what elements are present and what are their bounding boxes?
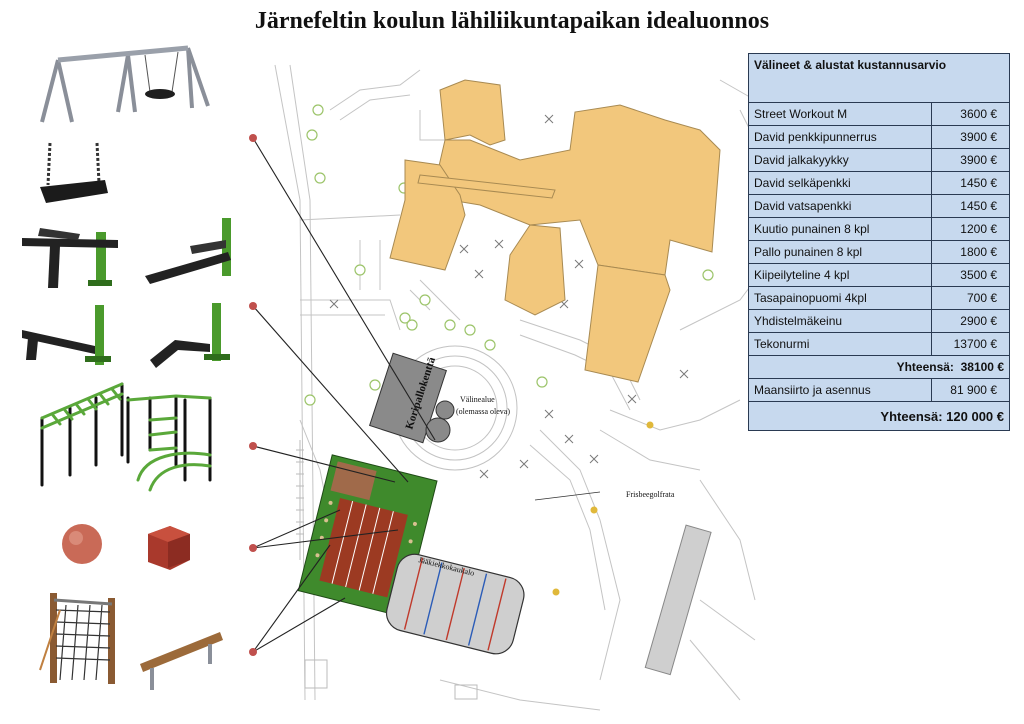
cost-item-name: Yhdistelmäkeinu xyxy=(748,309,932,333)
red-ball-illustration xyxy=(62,524,102,564)
cost-item-name: Tekonurmi xyxy=(748,332,932,356)
frisbee-golf-markers xyxy=(552,421,654,596)
cost-item-name: David penkkipunnerrus xyxy=(748,125,932,149)
cost-item-name: David vatsapenkki xyxy=(748,194,932,218)
install-row: Maansiirto ja asennus 81 900 € xyxy=(748,378,1010,402)
cost-item-price: 700 € xyxy=(931,286,1010,310)
cost-item-name: Pallo punainen 8 kpl xyxy=(748,240,932,264)
label-valinealue: Välinealue xyxy=(460,395,495,404)
grand-total-row: Yhteensä: 120 000 € xyxy=(748,401,1010,431)
install-value: 81 900 € xyxy=(931,378,1010,402)
cost-item-price: 1450 € xyxy=(931,194,1010,218)
equipment-illustrations xyxy=(22,45,231,690)
ice-hockey-rink xyxy=(385,553,525,655)
cost-item-price: 3900 € xyxy=(931,125,1010,149)
climbing-frame-illustration xyxy=(39,593,115,684)
cost-item-name: Kuutio punainen 8 kpl xyxy=(748,217,932,241)
cost-table-header: Välineet & alustat kustannusarvio xyxy=(748,53,1010,103)
red-cube-illustration xyxy=(148,526,190,570)
swing-seat-illustration xyxy=(40,142,108,203)
street-workout-illustration xyxy=(40,382,212,492)
cost-item-price: 3600 € xyxy=(931,102,1010,126)
cost-item-price: 1800 € xyxy=(931,240,1010,264)
page-title: Järnefeltin koulun lähiliikuntapaikan id… xyxy=(254,8,770,34)
cost-item-price: 2900 € xyxy=(931,309,1010,333)
swing-frame-illustration xyxy=(40,45,210,123)
cost-item-name: Street Workout M xyxy=(748,102,932,126)
bench-press-illustration xyxy=(22,228,118,288)
cost-estimate-table: Välineet & alustat kustannusarvio Street… xyxy=(748,53,1010,431)
cost-item-name: David selkäpenkki xyxy=(748,171,932,195)
label-olemassa-oleva: (olemassa oleva) xyxy=(456,407,510,416)
cost-item-price: 13700 € xyxy=(931,332,1010,356)
cost-item-price: 3900 € xyxy=(931,148,1010,172)
long-building xyxy=(644,524,712,676)
leg-press-illustration xyxy=(145,218,231,284)
cost-item-price: 1450 € xyxy=(931,171,1010,195)
cost-item-price: 1200 € xyxy=(931,217,1010,241)
subtotal-row: Yhteensä: 38100 € xyxy=(748,355,1010,379)
label-frisbeegolfrata: Frisbeegolfrata xyxy=(626,490,675,499)
cost-item-name: David jalkakyykky xyxy=(748,148,932,172)
site-plan-map: Koripallokenttä Välinealue (olemassa ole… xyxy=(270,60,756,715)
cost-item-name: Tasapainopuomi 4kpl xyxy=(748,286,932,310)
subtotal-value: 38100 € xyxy=(960,360,1004,374)
situp-bench-illustration xyxy=(150,303,230,368)
subtotal-label: Yhteensä: xyxy=(896,360,954,374)
install-label: Maansiirto ja asennus xyxy=(748,378,932,402)
grand-total: Yhteensä: 120 000 € xyxy=(748,401,1010,431)
cost-item-price: 3500 € xyxy=(931,263,1010,287)
balance-beam-illustration xyxy=(140,632,223,690)
cost-item-name: Kiipeilyteline 4 kpl xyxy=(748,263,932,287)
back-bench-illustration xyxy=(22,305,111,365)
